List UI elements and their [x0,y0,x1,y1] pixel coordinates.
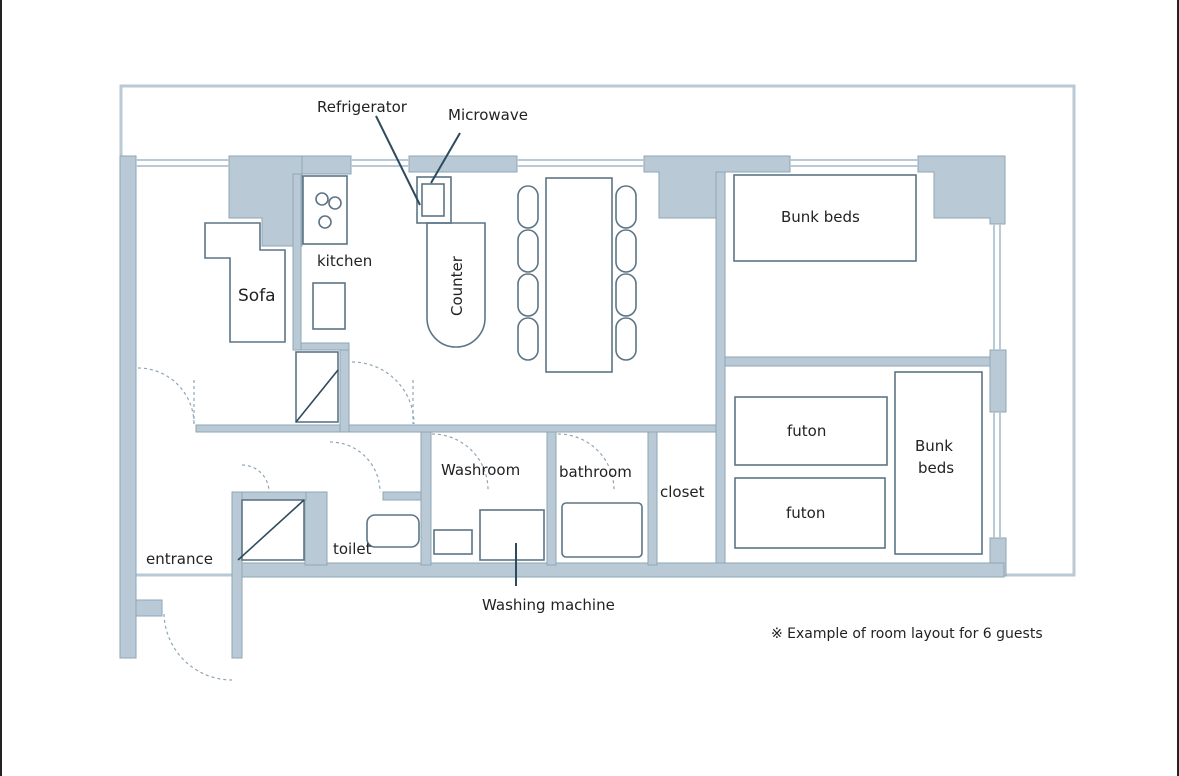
label-refrigerator: Refrigerator [317,98,408,116]
label-kitchen: kitchen [317,252,372,270]
futon-bottom-shape [734,477,886,549]
burner-1 [315,192,329,206]
bunk-beds-right-shape [894,371,983,555]
label-closet: closet [660,483,705,501]
walls [119,155,1007,659]
door-swings [137,361,615,681]
label-bunk-beds-top: Bunk beds [781,208,860,226]
chair-r1 [615,185,637,229]
kitchen-left-wall [292,173,302,351]
chair-l3 [517,273,539,317]
column-right [917,155,1006,225]
label-bunk-beds-right-2: beds [918,459,954,477]
dining-table [545,177,613,373]
bedroom-divider-wall [715,356,991,367]
sofa-shape [204,222,286,343]
furniture [204,174,983,561]
label-entrance: entrance [146,550,213,568]
label-washing-machine: Washing machine [482,596,615,614]
chair-r2 [615,229,637,273]
label-bathroom: bathroom [559,463,632,481]
bathtub [561,502,643,558]
pointer-lines [375,115,517,586]
refrigerator-pointer [375,115,421,206]
chair-l1 [517,185,539,229]
burner-3 [318,215,332,229]
corridor-top-wall [195,424,719,433]
microwave-pointer [430,132,461,184]
label-microwave: Microwave [448,106,528,124]
futon-top-shape [734,396,888,466]
sink [312,282,346,330]
microwave-box [421,183,445,217]
bottom-wall [231,562,1005,578]
bathroom-left-wall [546,431,557,566]
layout-note: ※ Example of room layout for 6 guests [771,626,1043,642]
chair-r3 [615,273,637,317]
chair-l2 [517,229,539,273]
bedroom-left-wall [715,171,726,565]
right-wall-mid [989,349,1007,413]
counter-shape [426,222,486,348]
top-wall-mid [408,155,518,173]
entrance-right-wall [231,491,243,659]
toilet-bowl [366,514,420,548]
closet-top-wall [241,491,307,501]
label-toilet: toilet [333,540,372,558]
label-futon-top: futon [787,422,826,440]
toilet-left-wall [304,491,328,566]
washing-machine-box [479,509,545,561]
label-counter: Counter [448,255,466,316]
closet-marks [237,351,339,561]
closet-left-wall [647,431,658,566]
bunk-beds-top-shape [733,174,917,262]
column-left [228,155,303,247]
chair-l4 [517,317,539,361]
washroom-sink [433,529,473,555]
label-futon-bottom: futon [786,504,825,522]
entrance-stub [135,599,163,617]
label-washroom: Washroom [441,461,520,479]
windows [136,159,1001,538]
kitchen-closet-wall [339,347,350,433]
burner-2 [328,196,342,210]
stove [302,175,348,245]
label-bunk-beds-right-1: Bunk [915,437,953,455]
washroom-left-wall [420,431,432,566]
chair-r4 [615,317,637,361]
label-sofa: Sofa [238,286,276,306]
left-outer-wall [119,155,137,659]
